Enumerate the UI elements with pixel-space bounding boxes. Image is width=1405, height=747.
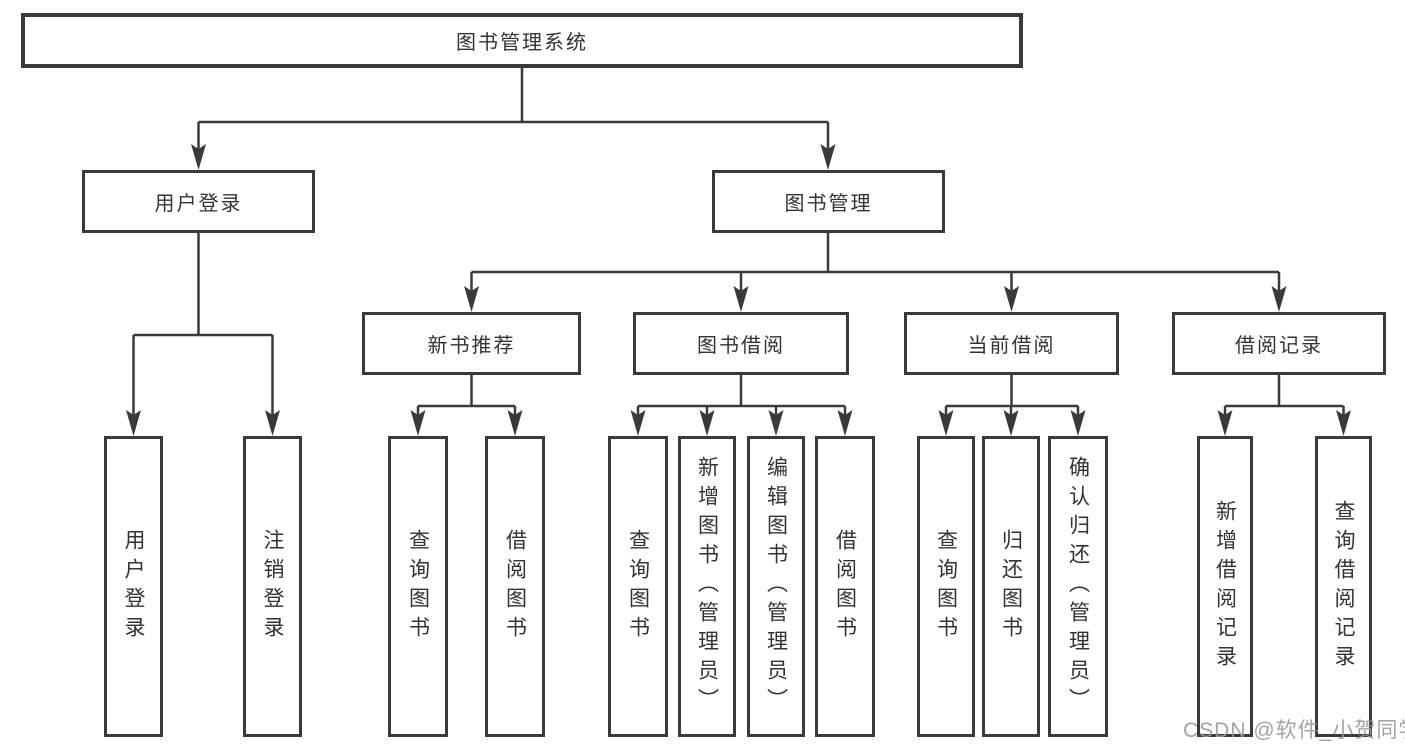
arrowhead-icon bbox=[837, 410, 853, 436]
leaf-query-borrow-record: 查询借阅记录 bbox=[1315, 436, 1372, 737]
leaf-label: 借阅图书 bbox=[833, 528, 857, 645]
csdn-watermark: CSDN @软件_小贺同学 bbox=[1183, 719, 1405, 742]
branch-borrow-records: 借阅记录 bbox=[1172, 312, 1386, 375]
leaf-add-borrow-record: 新增借阅记录 bbox=[1197, 436, 1253, 737]
leaf-add-book-admin: 新增图书（管理员） bbox=[678, 436, 736, 737]
arrowheads bbox=[126, 144, 1351, 436]
branch-book-borrow: 图书借阅 bbox=[633, 312, 849, 375]
arrowhead-icon bbox=[1004, 286, 1019, 312]
arrowhead-icon bbox=[410, 410, 426, 436]
leaf-label: 新增图书（管理员） bbox=[695, 456, 719, 717]
leaf-logout-login: 注销登录 bbox=[243, 436, 302, 737]
leaf-label: 查询图书 bbox=[406, 528, 430, 645]
branch-user-login: 用户登录 bbox=[82, 170, 315, 233]
leaf-query-books-1: 查询图书 bbox=[388, 436, 448, 737]
arrowhead-icon bbox=[191, 144, 206, 170]
arrowhead-icon bbox=[820, 144, 836, 170]
arrowhead-icon bbox=[699, 410, 715, 436]
leaf-label: 新增借阅记录 bbox=[1213, 499, 1237, 674]
leaf-borrow-books-1: 借阅图书 bbox=[485, 436, 545, 737]
arrowhead-icon bbox=[126, 410, 141, 436]
leaf-label: 注销登录 bbox=[261, 528, 284, 645]
leaf-label: 用户登录 bbox=[122, 528, 145, 645]
leaf-borrow-books-2: 借阅图书 bbox=[815, 436, 875, 737]
leaf-label: 确认归还（管理员） bbox=[1066, 456, 1090, 717]
branch-current-borrow: 当前借阅 bbox=[904, 312, 1119, 375]
leaf-label: 编辑图书（管理员） bbox=[764, 456, 788, 717]
leaf-label: 归还图书 bbox=[999, 528, 1023, 645]
arrowhead-icon bbox=[1217, 410, 1233, 436]
leaf-user-login: 用户登录 bbox=[104, 436, 163, 737]
leaf-label: 查询图书 bbox=[934, 528, 958, 645]
leaf-confirm-return-admin: 确认归还（管理员） bbox=[1048, 436, 1108, 737]
arrowhead-icon bbox=[768, 410, 784, 436]
leaf-label: 查询借阅记录 bbox=[1332, 499, 1355, 674]
arrowhead-icon bbox=[733, 286, 749, 312]
tree-edges bbox=[132, 68, 1345, 420]
leaf-label: 借阅图书 bbox=[503, 528, 527, 645]
arrowhead-icon bbox=[1070, 410, 1086, 436]
leaf-query-books-2: 查询图书 bbox=[608, 436, 668, 737]
leaf-label: 查询图书 bbox=[626, 528, 650, 645]
arrowhead-icon bbox=[630, 410, 646, 436]
leaf-return-book: 归还图书 bbox=[982, 436, 1040, 737]
arrowhead-icon bbox=[1271, 286, 1287, 312]
branch-new-book-recommend: 新书推荐 bbox=[362, 312, 581, 375]
arrowhead-icon bbox=[464, 286, 479, 312]
root-box: 图书管理系统 bbox=[21, 13, 1023, 68]
arrowhead-icon bbox=[507, 410, 523, 436]
arrowhead-icon bbox=[938, 410, 954, 436]
arrowhead-icon bbox=[265, 410, 280, 436]
branch-book-management: 图书管理 bbox=[712, 170, 945, 233]
leaf-edit-book-admin: 编辑图书（管理员） bbox=[747, 436, 805, 737]
leaf-query-books-3: 查询图书 bbox=[917, 436, 975, 737]
arrowhead-icon bbox=[1336, 410, 1351, 436]
arrowhead-icon bbox=[1003, 410, 1019, 436]
